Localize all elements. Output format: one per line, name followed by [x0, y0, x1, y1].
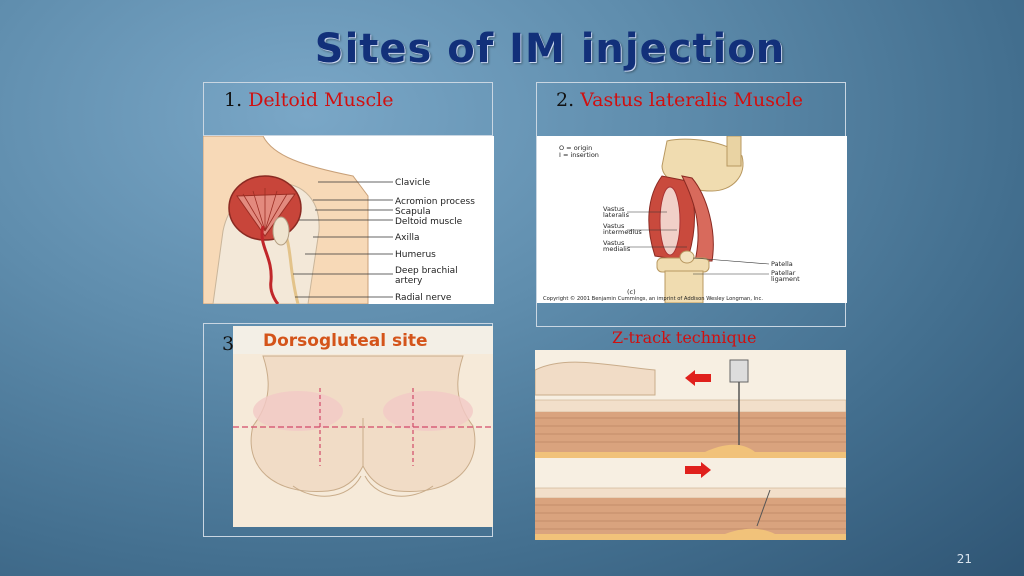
deltoid-caption: 1. Deltoid Muscle	[224, 89, 394, 111]
deltoid-number: 1.	[224, 89, 243, 111]
label-intermedius: intermedius	[603, 228, 642, 236]
vastus-number: 2.	[556, 89, 575, 111]
label-deep-brachial: Deep brachial	[395, 266, 458, 276]
page-number: 21	[956, 552, 972, 566]
label-axilla: Axilla	[395, 233, 420, 243]
label-medialis: medialis	[603, 245, 631, 253]
vastus-caption: 2. Vastus lateralis Muscle	[556, 89, 803, 111]
vastus-diagram: O = origin I = insertion Vastus laterali…	[537, 136, 847, 303]
label-ligament: ligament	[771, 275, 800, 283]
deltoid-name: Deltoid Muscle	[248, 89, 394, 111]
slide-title: Sites of IM injection	[314, 26, 786, 72]
copyright-text: Copyright © 2001 Benjamin Cummings, an i…	[543, 295, 763, 302]
label-vastus-3: Vastus	[603, 239, 625, 247]
ztrack-title: Z-track technique	[612, 328, 757, 347]
label-deltoid: Deltoid muscle	[395, 217, 463, 227]
legend-origin: O = origin	[559, 144, 592, 152]
dorsogluteal-title: Dorsogluteal site	[263, 331, 428, 351]
ztrack-diagram	[535, 350, 846, 540]
label-patella: Patella	[771, 260, 793, 268]
label-vastus-1: Vastus	[603, 205, 625, 213]
label-vastus-2: Vastus	[603, 222, 625, 230]
deltoid-diagram: Clavicle Acromion process Scapula Deltoi…	[203, 136, 494, 304]
label-acromion: Acromion process	[395, 197, 475, 207]
label-patellar: Patellar	[771, 269, 796, 277]
vastus-name: Vastus lateralis Muscle	[580, 89, 803, 111]
label-radial-nerve: Radial nerve	[395, 293, 452, 303]
legend-insertion: I = insertion	[559, 151, 599, 159]
label-lateralis: lateralis	[603, 211, 630, 219]
label-artery: artery	[395, 276, 423, 286]
dorsogluteal-number: 3	[222, 333, 235, 355]
label-clavicle: Clavicle	[395, 178, 431, 188]
panel-label: (c)	[627, 288, 636, 296]
label-humerus: Humerus	[395, 250, 436, 260]
dorsogluteal-diagram: Dorsogluteal site	[233, 326, 493, 527]
label-scapula: Scapula	[395, 207, 431, 217]
deltoid-caption-frame	[203, 82, 493, 136]
